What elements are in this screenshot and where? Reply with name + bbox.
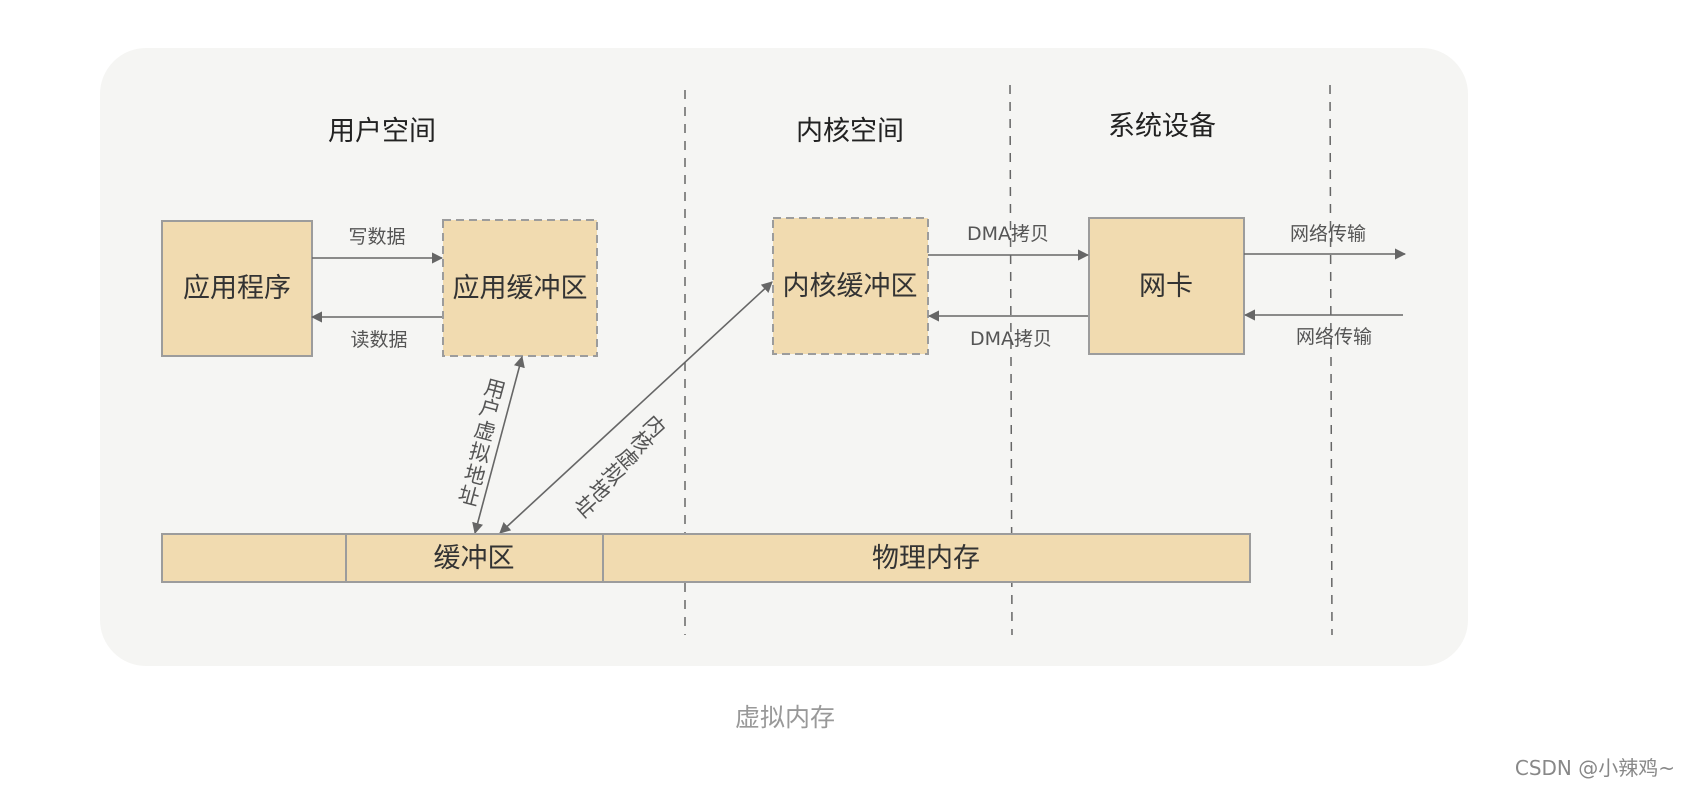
write-data-label: 写数据 xyxy=(348,226,405,248)
memory-bar-buffer-label: 缓冲区 xyxy=(434,543,515,574)
app-buffer-box-label: 应用缓冲区 xyxy=(453,273,588,304)
diagram-panel xyxy=(100,48,1468,666)
memory-bar-segment-empty xyxy=(161,533,347,583)
app-box xyxy=(161,220,313,357)
nic-box-label: 网卡 xyxy=(1139,271,1193,302)
app-box-label: 应用程序 xyxy=(183,273,291,304)
diagram-caption: 虚拟内存 xyxy=(735,703,835,732)
dma-copy-in-label: DMA拷贝 xyxy=(970,328,1052,350)
network-in-label: 网络传输 xyxy=(1296,326,1372,348)
separator-device-network xyxy=(1329,84,1333,636)
region-title-user-space: 用户空间 xyxy=(328,116,436,147)
region-title-kernel-space: 内核空间 xyxy=(796,116,904,147)
kernel-buffer-box xyxy=(772,217,929,355)
memory-bar-physical-label: 物理内存 xyxy=(872,543,980,574)
dma-copy-out-label: DMA拷贝 xyxy=(967,223,1049,245)
read-data-label: 读数据 xyxy=(350,329,407,351)
region-title-system-devices: 系统设备 xyxy=(1108,111,1216,142)
nic-box xyxy=(1088,217,1245,355)
memory-bar-segment-physical xyxy=(602,533,1251,583)
watermark: CSDN @小辣鸡~ xyxy=(1515,756,1675,780)
kernel-vaddr-arrow xyxy=(499,281,773,534)
memory-bar-segment-buffer xyxy=(345,533,604,583)
network-out-label: 网络传输 xyxy=(1290,223,1366,245)
separator-kernel-device xyxy=(1009,84,1013,636)
kernel-buffer-box-label: 内核缓冲区 xyxy=(783,271,918,302)
